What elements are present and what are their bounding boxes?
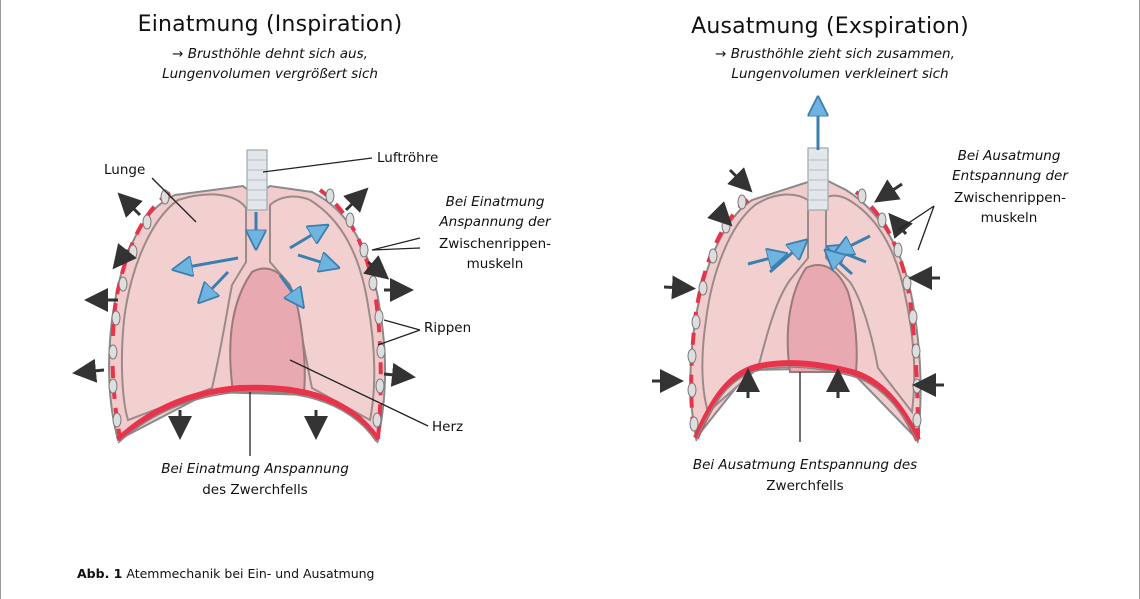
label-exspiration-muscle-1: Bei Ausatmung bbox=[957, 148, 1061, 164]
diaphragm-b bbox=[693, 360, 921, 442]
label-inspiration-muscle-4: muskeln bbox=[466, 256, 524, 272]
diaphragm-a bbox=[115, 384, 381, 443]
left-lung-a bbox=[120, 193, 247, 422]
label-exspiration-diaphragm-1: Bei Ausatmung Entspannung des bbox=[692, 457, 918, 473]
exspiration-subtitle-2: Lungenvolumen verkleinert sich bbox=[731, 66, 949, 82]
exspiration-title: Ausatmung (Exspiration) bbox=[691, 14, 969, 39]
label-luftroehre: Luftröhre bbox=[377, 150, 439, 166]
figure-caption-prefix: Abb. 1 bbox=[77, 566, 123, 581]
inspiration-title: Einatmung (Inspiration) bbox=[137, 12, 403, 37]
label-inspiration-diaphragm-2: des Zwerchfells bbox=[202, 482, 308, 498]
label-inspiration-muscle-1: Bei Einatmung bbox=[445, 194, 545, 210]
figure-caption: Abb. 1 Atemmechanik bei Ein- und Ausatmu… bbox=[77, 566, 375, 581]
inspiration-subtitle-2: Lungenvolumen vergrößert sich bbox=[162, 66, 378, 82]
figure-caption-text: Atemmechanik bei Ein- und Ausatmung bbox=[126, 566, 375, 581]
inspiration-illustration bbox=[72, 149, 429, 456]
inspiration-subtitle-1: → Brusthöhle dehnt sich aus, bbox=[172, 46, 368, 62]
label-exspiration-muscle-2: Entspannung der bbox=[952, 168, 1068, 184]
label-inspiration-muscle-3: Zwischenrippen- bbox=[438, 236, 552, 252]
exspiration-illustration bbox=[652, 106, 944, 444]
label-lunge: Lunge bbox=[104, 162, 146, 178]
exspiration-subtitle-1: → Brusthöhle zieht sich zusammen, bbox=[715, 46, 955, 62]
label-inspiration-diaphragm-1: Bei Einatmung Anspannung bbox=[161, 461, 349, 477]
label-rippen: Rippen bbox=[424, 320, 472, 336]
label-exspiration-muscle-3: Zwischenrippen- bbox=[953, 190, 1067, 206]
label-inspiration-muscle-2: Anspannung der bbox=[439, 214, 551, 230]
label-exspiration-muscle-4: muskeln bbox=[980, 210, 1038, 226]
label-exspiration-diaphragm-2: Zwerchfells bbox=[766, 478, 844, 494]
label-herz: Herz bbox=[432, 419, 464, 435]
left-border bbox=[0, 0, 1, 599]
trachea-b bbox=[807, 147, 829, 211]
